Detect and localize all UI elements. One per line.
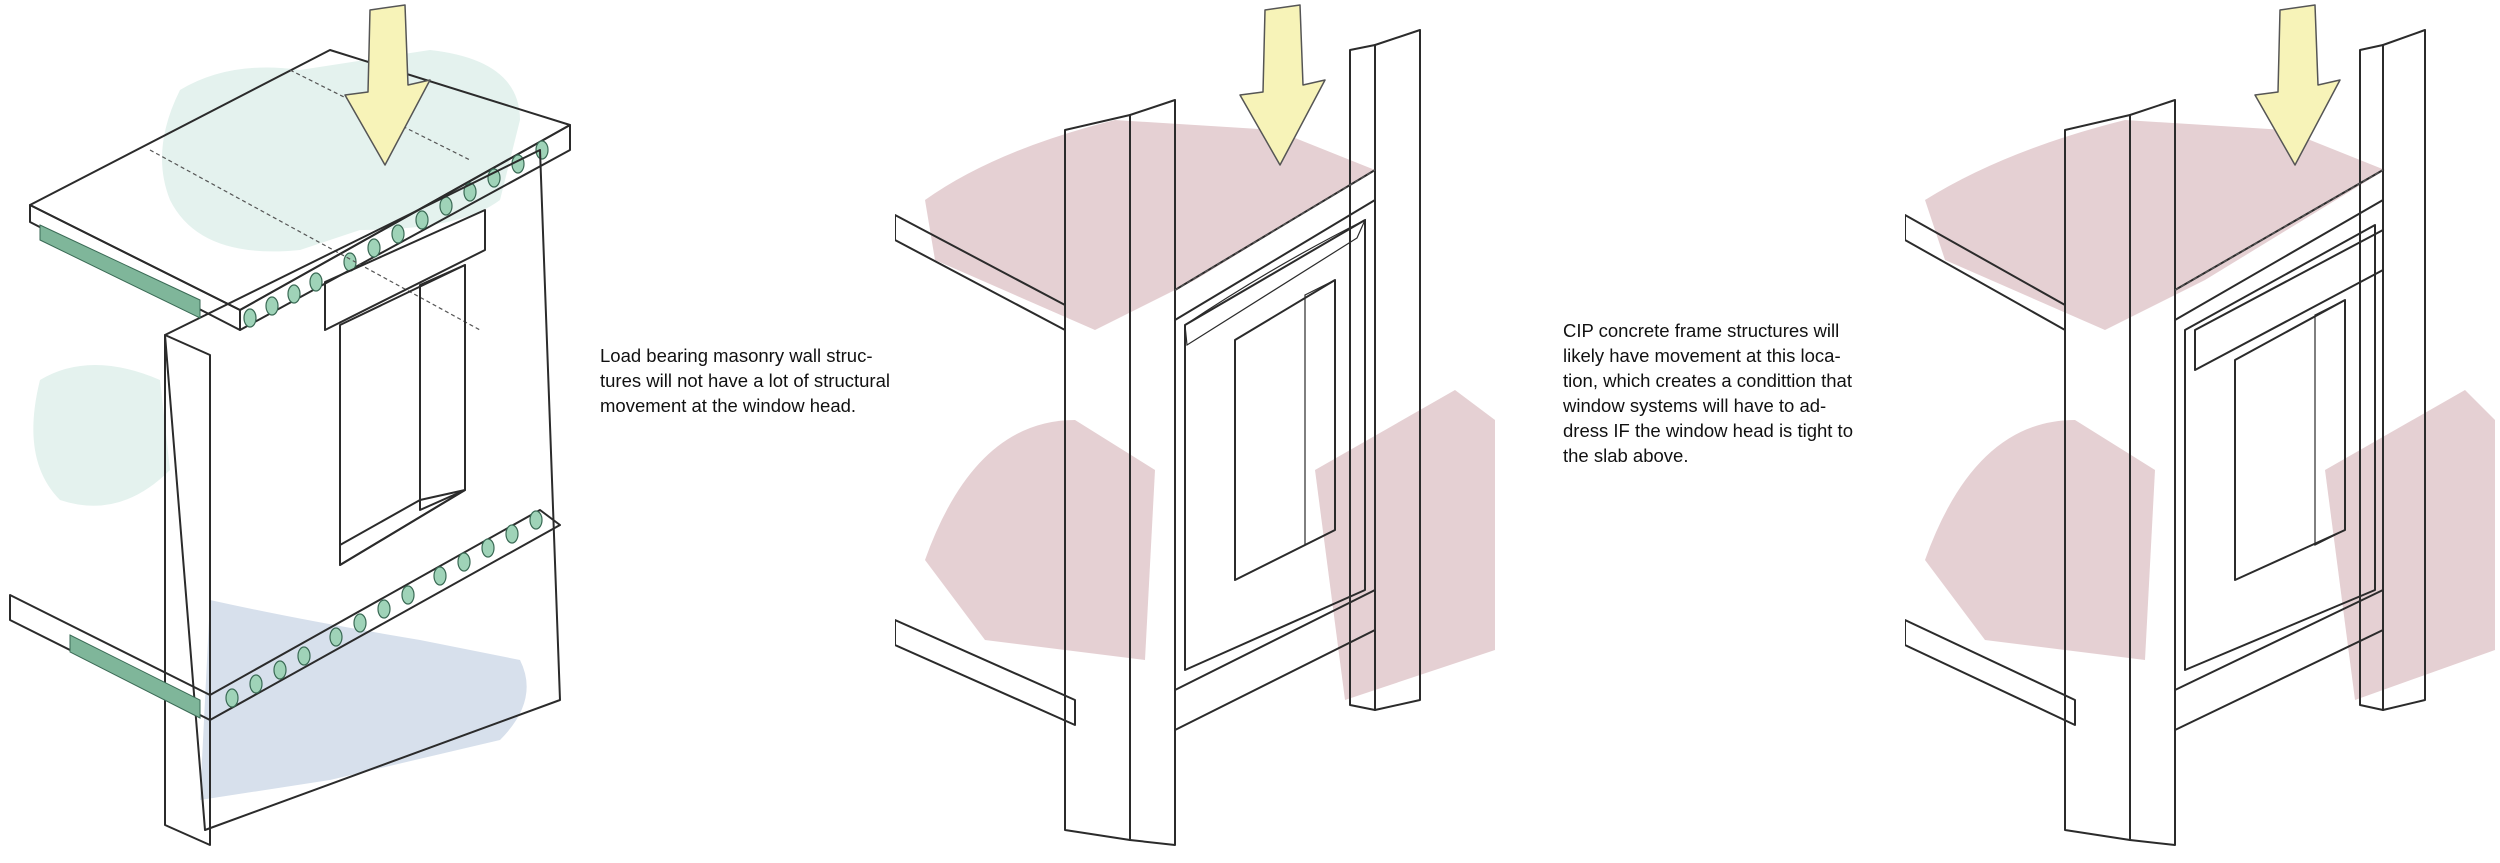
- lower-slab-wash: [1925, 420, 2155, 660]
- caption-line: dress IF the window head is tight to: [1563, 418, 1893, 443]
- slab-edge-band: [40, 225, 200, 318]
- concrete-frame-head-detail-diagram: [1905, 0, 2500, 863]
- window-opening: [340, 265, 465, 565]
- concrete-caption: CIP concrete frame structures will likel…: [1563, 318, 1893, 468]
- slab-edge-band: [70, 635, 200, 718]
- concrete-frame-diagram: [895, 0, 1515, 863]
- caption-line: the slab above.: [1563, 443, 1893, 468]
- caption-line: CIP concrete frame structures will: [1563, 318, 1893, 343]
- window-sill: [340, 490, 465, 565]
- masonry-wall-diagram: [0, 0, 600, 863]
- window-opening: [1235, 280, 1335, 580]
- window-jamb: [420, 265, 465, 510]
- slab-wash: [162, 50, 520, 251]
- upper-slab: [925, 120, 1375, 330]
- caption-line: Load bearing masonry wall struc-: [600, 343, 930, 368]
- masonry-caption: Load bearing masonry wall struc- tures w…: [600, 343, 930, 418]
- caption-line: movement at the window head.: [600, 393, 930, 418]
- caption-line: likely have movement at this loca-: [1563, 343, 1893, 368]
- caption-line: tion, which creates a condittion that: [1563, 368, 1893, 393]
- slab-wash: [2325, 390, 2495, 700]
- caption-line: tures will not have a lot of structural: [600, 368, 930, 393]
- upper-slab: [1925, 120, 2385, 330]
- slab-wash: [33, 365, 170, 506]
- slab-wash: [1315, 390, 1495, 700]
- window-frame: [1185, 220, 1365, 670]
- caption-line: window systems will have to ad-: [1563, 393, 1893, 418]
- lower-slab-wash: [925, 420, 1155, 660]
